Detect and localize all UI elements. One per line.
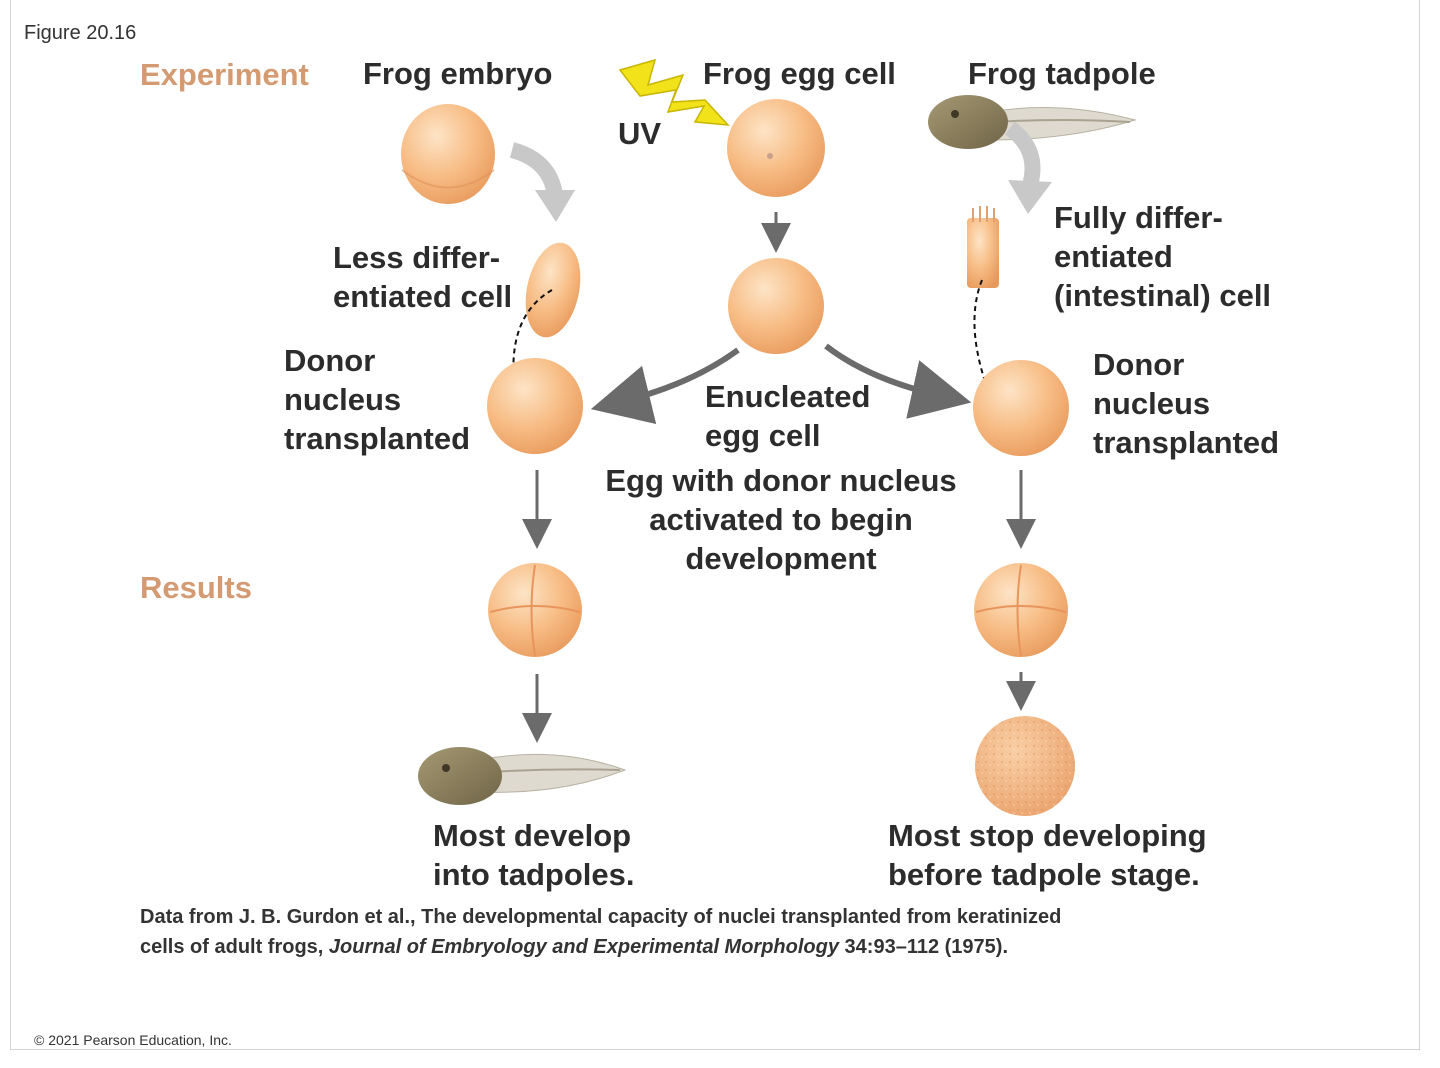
- result-tadpole-image: [418, 747, 627, 805]
- frog-embryo-cell: [401, 104, 495, 204]
- citation-line2-prefix: cells of adult frogs,: [140, 936, 329, 958]
- left-dashed-transfer-arrow: [508, 289, 553, 418]
- intestinal-cell: [967, 206, 999, 288]
- frog-tadpole-label: Frog tadpole: [968, 56, 1156, 91]
- enucleated-label: Enucleated egg cell: [705, 379, 871, 453]
- figure-label: Figure 20.16: [24, 22, 137, 44]
- donor-left-label: Donor nucleus transplanted: [284, 343, 471, 456]
- left-donor-cell: [487, 358, 583, 454]
- right-dashed-transfer-arrow: [973, 279, 1000, 416]
- figure-frame: [10, 0, 1420, 1050]
- egg-activated-label: Egg with donor nucleus activated to begi…: [605, 463, 957, 576]
- citation-journal: Journal of Embryology and Experimental M…: [328, 936, 839, 958]
- embryo-to-cell-arrow: [509, 142, 575, 222]
- enucleated-to-left-arrow: [590, 347, 740, 425]
- enucleated-to-right-arrow: [824, 343, 972, 419]
- right-cleaving-embryo: [974, 563, 1068, 657]
- uv-label: UV: [618, 116, 662, 151]
- results-heading: Results: [140, 570, 252, 605]
- tadpole-to-cell-arrow: [1004, 121, 1052, 214]
- experiment-heading: Experiment: [140, 57, 309, 92]
- less-differentiated-cell: [525, 242, 581, 338]
- fully-differentiated-label: Fully differ- entiated (intestinal) cell: [1054, 200, 1272, 313]
- uv-lightning-icon: [618, 58, 730, 126]
- enucleated-egg-cell: [728, 258, 824, 354]
- copyright: © 2021 Pearson Education, Inc.: [34, 1032, 232, 1048]
- donor-right-label: Donor nucleus transplanted: [1093, 347, 1280, 460]
- frog-egg-cell-label: Frog egg cell: [703, 56, 896, 91]
- citation: Data from J. B. Gurdon et al., The devel…: [140, 902, 1320, 962]
- stalled-embryo: [975, 716, 1075, 816]
- result-right-label: Most stop developing before tadpole stag…: [888, 818, 1207, 892]
- citation-line2-suffix: 34:93–112 (1975).: [838, 936, 1009, 958]
- frog-egg-cell: [727, 99, 825, 197]
- citation-line1: Data from J. B. Gurdon et al., The devel…: [140, 906, 1062, 928]
- frog-embryo-label: Frog embryo: [363, 56, 553, 91]
- result-left-label: Most develop into tadpoles.: [433, 818, 635, 892]
- left-cleaving-embryo: [488, 563, 582, 657]
- less-differentiated-label: Less differ- entiated cell: [333, 240, 513, 314]
- right-donor-cell: [973, 360, 1069, 456]
